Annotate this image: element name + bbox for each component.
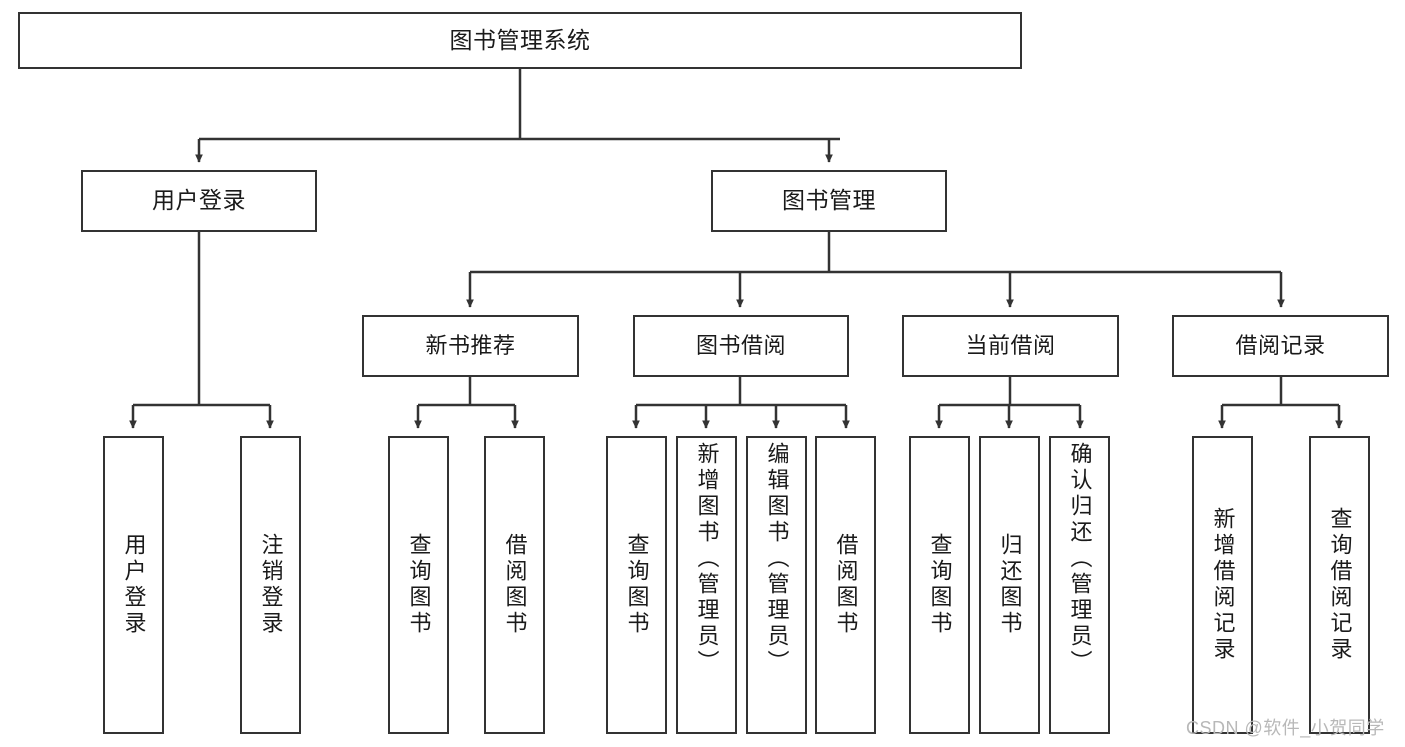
leaf-newbook-query-book-label: 查询图书 <box>406 533 432 637</box>
leaf-borrow-edit-book-admin[interactable]: 编辑图书（管理员） <box>746 436 807 734</box>
leaf-borrow-add-book-admin-label: 新增图书（管理员） <box>694 442 720 676</box>
leaf-login-user-login[interactable]: 用户登录 <box>103 436 164 734</box>
node-current-borrow[interactable]: 当前借阅 <box>902 315 1119 377</box>
leaf-login-logout-label: 注销登录 <box>258 533 284 637</box>
leaf-newbook-borrow-book-label: 借阅图书 <box>502 533 528 637</box>
node-book-borrow[interactable]: 图书借阅 <box>633 315 849 377</box>
node-root-label: 图书管理系统 <box>449 26 591 53</box>
node-book-borrow-label: 图书借阅 <box>695 332 786 358</box>
leaf-current-query-book-label: 查询图书 <box>927 533 953 637</box>
node-current-borrow-label: 当前借阅 <box>965 332 1056 358</box>
leaf-borrow-borrow-book[interactable]: 借阅图书 <box>815 436 876 734</box>
leaf-current-confirm-return-admin[interactable]: 确认归还（管理员） <box>1049 436 1110 734</box>
leaf-borrow-edit-book-admin-label: 编辑图书（管理员） <box>764 442 790 676</box>
leaf-records-query-record-label: 查询借阅记录 <box>1327 507 1353 663</box>
node-user-login-label: 用户登录 <box>152 187 246 214</box>
leaf-records-add-record[interactable]: 新增借阅记录 <box>1192 436 1253 734</box>
node-borrow-records-label: 借阅记录 <box>1235 332 1326 358</box>
leaf-current-return-book-label: 归还图书 <box>997 533 1023 637</box>
leaf-current-confirm-return-admin-label: 确认归还（管理员） <box>1067 442 1093 676</box>
node-borrow-records[interactable]: 借阅记录 <box>1172 315 1389 377</box>
leaf-borrow-borrow-book-label: 借阅图书 <box>833 533 859 637</box>
node-book-management[interactable]: 图书管理 <box>711 170 947 232</box>
node-root[interactable]: 图书管理系统 <box>18 12 1022 69</box>
leaf-login-user-login-label: 用户登录 <box>121 533 147 637</box>
node-new-book-recommend-label: 新书推荐 <box>425 332 516 358</box>
leaf-current-query-book[interactable]: 查询图书 <box>909 436 970 734</box>
watermark: CSDN @软件_小贺同学 <box>1186 718 1385 738</box>
leaf-borrow-query-book-label: 查询图书 <box>624 533 650 637</box>
leaf-records-query-record[interactable]: 查询借阅记录 <box>1309 436 1370 734</box>
leaf-borrow-query-book[interactable]: 查询图书 <box>606 436 667 734</box>
leaf-current-return-book[interactable]: 归还图书 <box>979 436 1040 734</box>
leaf-login-logout[interactable]: 注销登录 <box>240 436 301 734</box>
node-book-management-label: 图书管理 <box>782 187 876 214</box>
leaf-newbook-borrow-book[interactable]: 借阅图书 <box>484 436 545 734</box>
leaf-newbook-query-book[interactable]: 查询图书 <box>388 436 449 734</box>
leaf-records-add-record-label: 新增借阅记录 <box>1210 507 1236 663</box>
node-new-book-recommend[interactable]: 新书推荐 <box>362 315 579 377</box>
leaf-borrow-add-book-admin[interactable]: 新增图书（管理员） <box>676 436 737 734</box>
node-user-login[interactable]: 用户登录 <box>81 170 317 232</box>
